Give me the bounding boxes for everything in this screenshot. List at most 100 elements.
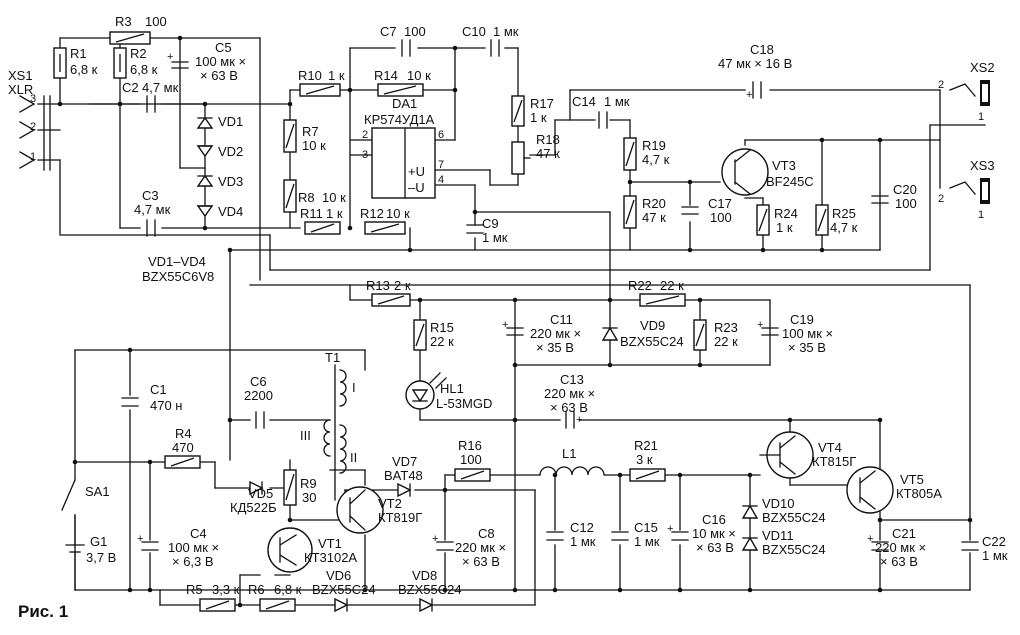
vd6-ref: VD6: [326, 568, 351, 583]
c15-value: 1 мк: [634, 534, 660, 549]
c4-ref: C4: [190, 526, 207, 541]
c21-value: 220 мк ×: [875, 540, 926, 555]
c12-ref: C12: [570, 520, 594, 535]
c18-value: 47 мк × 16 В: [718, 56, 792, 71]
transistor-vt1: [267, 527, 313, 573]
vd3-ref: VD3: [218, 174, 243, 189]
c8-ref: C8: [478, 526, 495, 541]
vt4-ref: VT4: [818, 440, 842, 455]
xs1-type: XLR: [8, 82, 33, 97]
c2-ref: C2: [122, 80, 139, 95]
c8-value: 220 мк ×: [455, 540, 506, 555]
r22-ref: R22: [628, 278, 652, 293]
zener-vd9: [601, 326, 619, 341]
winding-i: [339, 369, 347, 407]
c5-value2: × 63 В: [200, 68, 238, 83]
r10-value: 1 к: [328, 68, 345, 83]
r13-value: 2 к: [394, 278, 411, 293]
switch-sa1: [61, 479, 76, 511]
r23-ref: R23: [714, 320, 738, 335]
transistor-vt5: [846, 466, 894, 514]
g1-ref: G1: [90, 534, 107, 549]
r24-ref: R24: [774, 206, 798, 221]
da1-minus-u: –U: [408, 180, 425, 195]
r17-ref: R17: [530, 96, 554, 111]
c5-value: 100 мк ×: [195, 54, 246, 69]
xs1-label: XS1: [8, 68, 33, 83]
xs3-pin-2: 2: [938, 193, 944, 205]
capacitor-symbols: + + + + + + + + +: [121, 39, 979, 551]
c3-ref: C3: [142, 188, 159, 203]
c19-value: 100 мк ×: [782, 326, 833, 341]
vd8-type: BZX55C24: [398, 582, 462, 597]
r14-value: 10 к: [407, 68, 431, 83]
vd11-type: BZX55C24: [762, 542, 826, 557]
c11-value2: × 35 В: [536, 340, 574, 355]
r15-ref: R15: [430, 320, 454, 335]
c13-ref: C13: [560, 372, 584, 387]
c22-value: 1 мк: [982, 548, 1008, 563]
c21-value2: × 63 В: [880, 554, 918, 569]
c10-value: 1 мк: [493, 24, 519, 39]
r17-value: 1 к: [530, 110, 547, 125]
vt1-ref: VT1: [318, 536, 342, 551]
r10-ref: R10: [298, 68, 322, 83]
inductor-l1: [539, 466, 605, 476]
zener-vd6: [334, 597, 349, 613]
vd10-ref: VD10: [762, 496, 795, 511]
r22-value: 22 к: [660, 278, 684, 293]
sa1-ref: SA1: [85, 484, 110, 499]
winding-i-label: I: [352, 380, 356, 395]
power-symbols: [61, 479, 85, 591]
t1-ref: T1: [325, 350, 340, 365]
diode-symbols: [196, 116, 759, 613]
vd8-ref: VD8: [412, 568, 437, 583]
r13-ref: R13: [366, 278, 390, 293]
r5-value: 3,3 к: [212, 582, 240, 597]
r7-value: 10 к: [302, 138, 326, 153]
c17-ref: C17: [708, 196, 732, 211]
winding-ii-label: II: [350, 450, 357, 465]
hl1-type: L-53MGD: [436, 396, 492, 411]
c11-value: 220 мк ×: [530, 326, 581, 341]
vt5-type: КТ805А: [896, 486, 942, 501]
c5-ref: C5: [215, 40, 232, 55]
r4-value: 470: [172, 440, 194, 455]
winding-iii-label: III: [300, 428, 311, 443]
text-labels: XS1 XLR 3 2 1 XS2 2 1 XS3 2 1 R1 6,8 к R…: [8, 14, 1008, 621]
connector-symbols: [19, 80, 990, 204]
svg-text:+: +: [746, 89, 752, 101]
svg-text:+: +: [867, 533, 873, 545]
zener-vd1: [196, 116, 214, 129]
da1-pin6: 6: [438, 129, 444, 141]
r23-value: 22 к: [714, 334, 738, 349]
r5-ref: R5: [186, 582, 203, 597]
r18-value: 47 к: [536, 146, 560, 161]
r14-ref: R14: [374, 68, 398, 83]
r1-ref: R1: [70, 46, 87, 61]
c17-value: 100: [710, 210, 732, 225]
c1-value: 470 н: [150, 398, 182, 413]
r4-ref: R4: [175, 426, 192, 441]
vd2-ref: VD2: [218, 144, 243, 159]
resistor-symbols: [53, 31, 829, 612]
c12-value: 1 мк: [570, 534, 596, 549]
svg-text:+: +: [502, 319, 508, 331]
vd5-type: КД522Б: [230, 500, 277, 515]
vd1-4-label: VD1–VD4: [148, 254, 206, 269]
c11-ref: C11: [550, 312, 573, 327]
c13-value2: × 63 В: [550, 400, 588, 415]
c7-ref: C7: [380, 24, 397, 39]
c1-ref: C1: [150, 382, 167, 397]
c2-value: 4,7 мк: [142, 80, 179, 95]
vt3-ref: VT3: [772, 158, 796, 173]
vd5-ref: VD5: [248, 486, 273, 501]
r12-value: 10 к: [386, 206, 410, 221]
c6-ref: C6: [250, 374, 267, 389]
r21-value: 3 к: [636, 452, 653, 467]
r9-value: 30: [302, 490, 316, 505]
r12-ref: R12: [360, 206, 384, 221]
junction-dots: [57, 35, 973, 608]
